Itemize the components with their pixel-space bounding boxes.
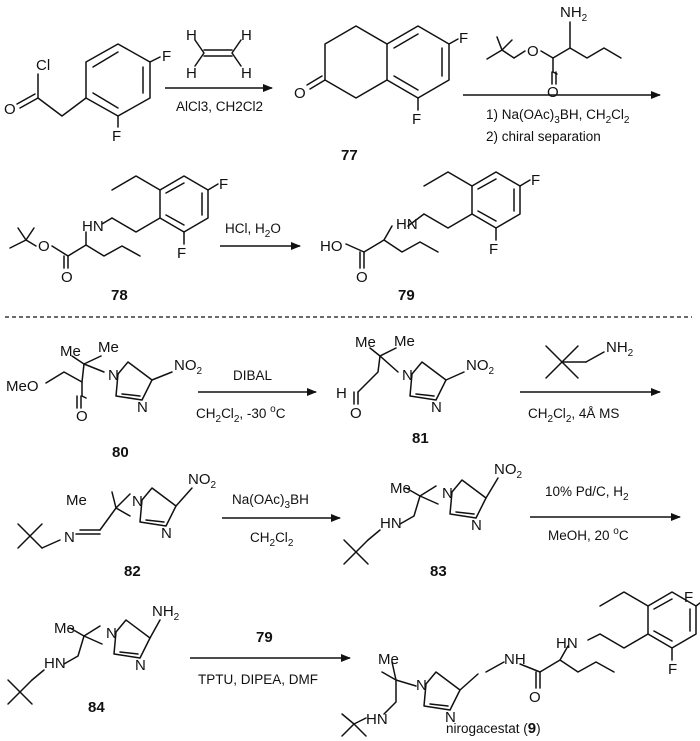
conditions-5: CH2Cl2, 4Å MS	[528, 406, 619, 425]
fluorine-label-9b: F	[668, 661, 677, 678]
product-name-9: nirogacestat (9)	[446, 720, 541, 737]
compound-81-structure: H O Me Me N N NO2	[336, 333, 495, 422]
norvaline-ester-structure: O O NH2	[486, 4, 622, 101]
compound-77-structure: O F F	[294, 25, 468, 128]
conditions-8: TPTU, DIPEA, DMF	[198, 672, 318, 687]
compound-84-structure: HN Me N N NH2	[7, 603, 180, 705]
compound-number-80: 80	[112, 444, 129, 461]
imidazole-n1-82: N	[132, 493, 143, 510]
ester-oxygen-label: O	[527, 43, 539, 60]
chlorine-label: Cl	[36, 57, 50, 74]
ethylene-structure: H H H H	[186, 27, 252, 82]
fluorine-label-78a: F	[219, 176, 228, 193]
carbonyl-oxygen-80: O	[76, 408, 88, 425]
nitro-label-80: NO2	[174, 357, 203, 377]
amine-label-84: HN	[44, 655, 66, 672]
compound-number-83: 83	[430, 563, 447, 580]
compound-83-structure: HN Me N N NO2	[343, 461, 523, 565]
neopentylamine-structure: NH2	[545, 339, 634, 379]
oxygen-label: O	[4, 101, 16, 118]
fluorine-label-77b: F	[412, 111, 421, 128]
amine-label: NH2	[560, 4, 588, 24]
conditions-6-bottom: CH2Cl2	[250, 530, 294, 549]
carbonyl-oxygen-78: O	[61, 269, 73, 286]
compound-number-78: 78	[111, 287, 128, 304]
methyl-label-84a: Me	[54, 620, 75, 637]
ethylene-h-1: H	[186, 27, 197, 44]
imidazole-n3-9: N	[445, 709, 456, 726]
amino-label-84: NH2	[152, 603, 180, 623]
compound-82-structure: N Me N N NO2	[17, 471, 217, 549]
nirogacestat-structure: HN NH O N N HN Me F F	[341, 589, 700, 737]
conditions-3: HCl, H2O	[225, 221, 281, 240]
conditions-4-top: DIBAL	[233, 368, 273, 383]
imidazole-n1-81: N	[402, 367, 413, 384]
conditions-2a: 1) Na(OAc)3BH, CH2Cl2	[486, 107, 630, 126]
amine-label-83: HN	[380, 515, 402, 532]
nh-label-9b: NH	[504, 651, 526, 668]
acid-chloride-structure: Cl O F F	[4, 43, 171, 145]
nh-label-9a: HN	[556, 635, 578, 652]
compound-78-structure: HN O O F F	[9, 175, 228, 286]
fluorine-label-9a: F	[684, 589, 693, 606]
aldehyde-oxygen-label: O	[350, 405, 362, 422]
ethylene-h-2: H	[241, 27, 252, 44]
amine-label-9: HN	[366, 711, 388, 728]
methyl-label-80a: Me	[60, 343, 81, 360]
methoxy-label-80: MeO	[6, 378, 39, 395]
fluorine-label-78b: F	[177, 245, 186, 262]
nitro-label-81: NO2	[466, 357, 495, 377]
conditions-4-bottom: CH2Cl2, -30 oC	[196, 404, 286, 425]
imidazole-n1-83: N	[442, 485, 453, 502]
conditions-1: AlCl3, CH2Cl2	[176, 99, 263, 114]
compound-number-77: 77	[341, 147, 358, 164]
conditions-7-bottom: MeOH, 20 oC	[548, 526, 629, 543]
nh-label-79: HN	[396, 216, 418, 233]
carbonyl-oxygen-label: O	[547, 84, 559, 101]
amide-oxygen-label: O	[529, 689, 541, 706]
aldehyde-h-label: H	[336, 385, 347, 402]
compound-number-82: 82	[124, 563, 141, 580]
nitro-label-83: NO2	[494, 461, 523, 481]
carbonyl-oxygen-79: O	[356, 269, 368, 286]
fluorine-label-79b: F	[489, 241, 498, 258]
ethylene-h-4: H	[241, 65, 252, 82]
methyl-label-81b: Me	[394, 333, 415, 350]
fluorine-label-79a: F	[531, 172, 540, 189]
imidazole-n1-84: N	[106, 625, 117, 642]
imidazole-n3-80: N	[137, 399, 148, 416]
nitro-label-82: NO2	[188, 471, 217, 491]
conditions-6-top: Na(OAc)3BH	[232, 492, 309, 511]
reagent-number-79: 79	[256, 629, 273, 646]
ethylene-h-3: H	[186, 65, 197, 82]
conditions-7-top: 10% Pd/C, H2	[545, 484, 629, 503]
fluorine-label-para: F	[162, 48, 171, 65]
compound-number-84: 84	[88, 699, 105, 716]
compound-79-structure: HN HO O F F	[320, 171, 540, 286]
ester-oxygen-78: O	[38, 238, 50, 255]
imidazole-n1-80: N	[108, 367, 119, 384]
conditions-2b: 2) chiral separation	[486, 129, 601, 144]
compound-number-81: 81	[412, 430, 429, 447]
imidazole-n3-84: N	[135, 657, 146, 674]
fluorine-label-ortho: F	[112, 128, 121, 145]
ketone-oxygen-label: O	[294, 85, 306, 102]
amine-label-neopentyl: NH2	[606, 339, 634, 359]
methyl-label-83a: Me	[390, 480, 411, 497]
imidazole-n3-83: N	[471, 517, 482, 534]
compound-number-79: 79	[398, 287, 415, 304]
imidazole-n3-82: N	[161, 525, 172, 542]
methyl-label-82a: Me	[66, 492, 87, 509]
methyl-label-9a: Me	[378, 651, 399, 668]
imine-n-label-82: N	[64, 529, 75, 546]
imidazole-n1-9: N	[416, 677, 427, 694]
hydroxyl-label-79: HO	[320, 238, 343, 255]
fluorine-label-77a: F	[459, 30, 468, 47]
methyl-label-81a: Me	[355, 334, 376, 351]
nh-label-78: HN	[82, 218, 104, 235]
compound-80-structure: MeO O Me Me N N NO2	[6, 339, 203, 425]
methyl-label-80b: Me	[98, 339, 119, 356]
imidazole-n3-81: N	[431, 399, 442, 416]
